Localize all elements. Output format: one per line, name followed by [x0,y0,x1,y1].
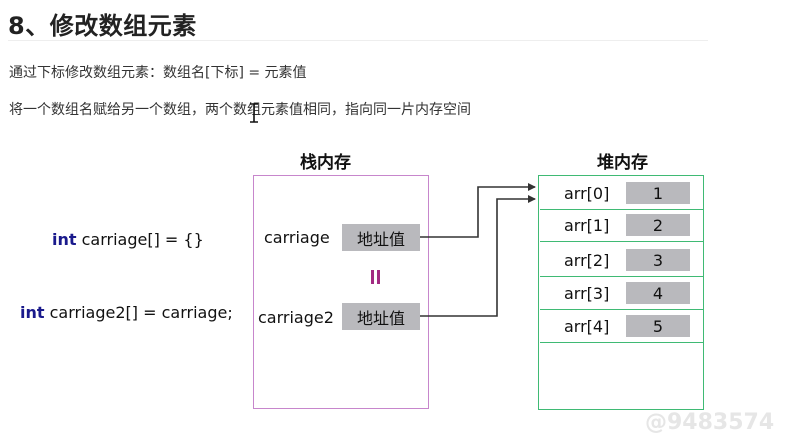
stack-var-label: carriage [264,228,330,247]
heap-row-label: arr[0] [564,184,610,203]
heap-row-label: arr[1] [564,216,610,235]
heap-row: arr[0] 1 [540,178,703,210]
heap-row-value: 2 [626,214,690,236]
heap-row-label: arr[4] [564,317,610,336]
stack-address-box: 地址值 [342,224,420,251]
code-text: carriage2[] = carriage; [44,303,233,322]
intro-line-1: 通过下标修改数组元素：数组名[下标] = 元素值 [9,65,307,81]
code-line-2: int carriage2[] = carriage; [20,303,233,322]
stack-memory-box [253,175,429,409]
section-heading: 8、修改数组元素 [8,12,197,40]
text-cursor-icon [250,103,258,123]
code-keyword: int [20,303,45,322]
reference-arrow-2 [420,195,536,317]
equals-icon [369,270,381,284]
heap-row-value: 5 [626,315,690,337]
heap-row-value: 1 [626,182,690,204]
intro-line-2: 将一个数组名赋给另一个数组，两个数组元素值相同，指向同一片内存空间 [9,102,471,118]
heap-memory-title: 堆内存 [597,153,648,173]
reference-arrow-1 [420,183,536,238]
heap-row: arr[3] 4 [540,278,703,310]
code-text: carriage[] = {} [76,230,204,249]
stack-address-box: 地址值 [342,303,420,330]
heading-divider [8,40,708,41]
heap-row-value: 3 [626,249,690,271]
code-line-1: int carriage[] = {} [52,230,204,249]
code-keyword: int [52,230,77,249]
heap-row: arr[4] 5 [540,311,703,343]
heap-row-value: 4 [626,282,690,304]
stack-var-label: carriage2 [258,308,334,327]
heap-row: arr[2] 3 [540,245,703,277]
heap-row: arr[1] 2 [540,210,703,242]
stack-memory-title: 栈内存 [300,153,351,173]
watermark: @9483574 [645,410,775,435]
heap-row-label: arr[2] [564,251,610,270]
heap-row-label: arr[3] [564,284,610,303]
heap-memory-box [538,175,704,410]
